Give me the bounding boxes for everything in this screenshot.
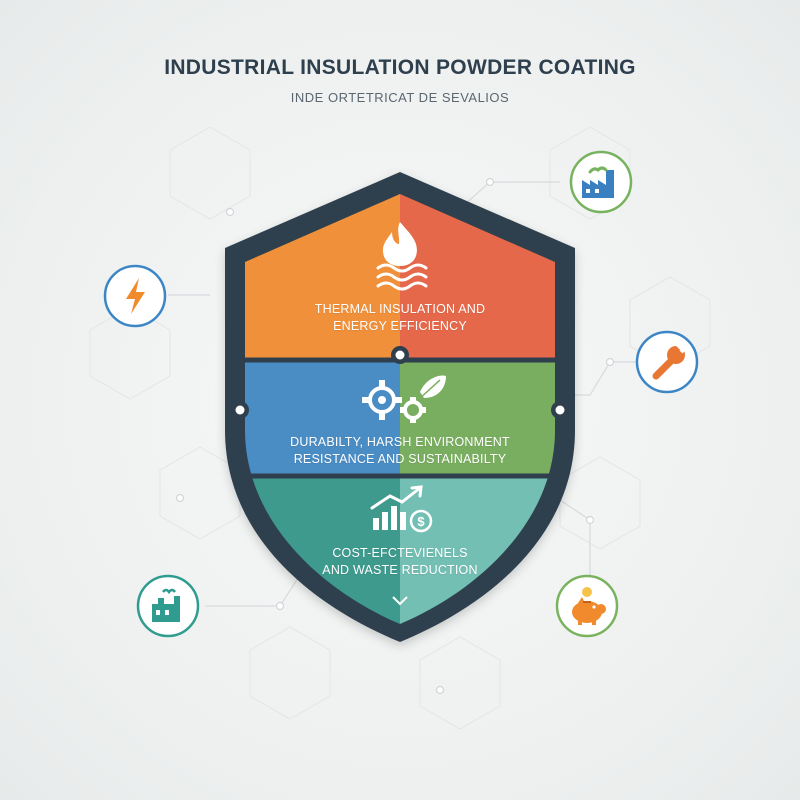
satellite-industrial bbox=[136, 574, 200, 638]
segment-1-line-2: ENERGY EFFICIENCY bbox=[333, 319, 467, 333]
piggy-bank-icon bbox=[572, 587, 606, 625]
segment-2-label: DURABILTY, HARSH ENVIRONMENT RESISTANCE … bbox=[240, 434, 560, 468]
satellite-piggy-bank bbox=[555, 574, 619, 638]
chart-dollar-icon: $ bbox=[370, 485, 433, 533]
segment-2-line-2: RESISTANCE AND SUSTAINABILTY bbox=[293, 452, 507, 466]
page-title: INDUSTRIAL INSULATION POWDER COATING bbox=[164, 56, 636, 79]
gears-leaf-icon bbox=[362, 375, 446, 423]
page-subtitle: INDE ORTETRICAT DE SEVALIOS bbox=[290, 90, 510, 105]
wrench-icon bbox=[652, 341, 686, 380]
connector-nodes bbox=[175, 177, 615, 695]
factory-icon bbox=[582, 166, 614, 198]
industrial-plant-icon bbox=[152, 588, 180, 622]
segment-2-line-1: DURABILTY, HARSH ENVIRONMENT bbox=[290, 435, 510, 449]
svg-text:$: $ bbox=[417, 514, 425, 529]
flame-icon bbox=[376, 222, 428, 291]
satellite-factory bbox=[569, 150, 633, 214]
segment-2-left bbox=[245, 362, 400, 474]
segment-1-label: THERMAL INSULATION AND ENERGY EFFICIENCY bbox=[240, 301, 560, 335]
segment-3-line-1: COST-EFCTEVIENELS bbox=[332, 546, 468, 560]
shield-rivets bbox=[231, 346, 569, 419]
chevron-down-icon bbox=[392, 596, 408, 606]
segment-1-line-1: THERMAL INSULATION AND bbox=[314, 302, 486, 316]
satellite-lightning bbox=[103, 264, 167, 328]
lightning-icon bbox=[126, 278, 145, 314]
segment-3-label: COST-EFCTEVIENELS AND WASTE REDUCTION bbox=[240, 545, 560, 579]
segment-2-right bbox=[400, 362, 555, 474]
satellite-wrench bbox=[635, 330, 699, 394]
segment-3-line-2: AND WASTE REDUCTION bbox=[322, 563, 478, 577]
